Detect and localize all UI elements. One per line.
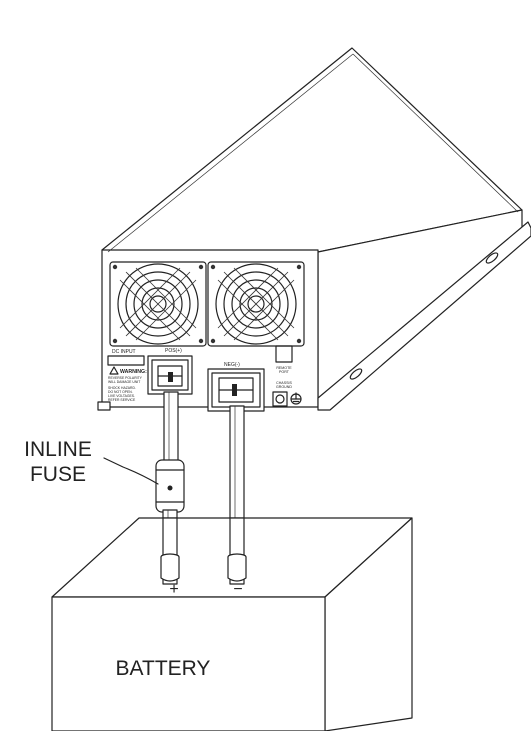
mounting-flange-right — [317, 221, 531, 411]
inline-fuse-callout: INLINE FUSE — [24, 438, 159, 486]
negative-dc-terminal — [207, 368, 265, 412]
cooling-fan-left — [109, 261, 207, 347]
dc-input-rating-plate — [107, 355, 145, 366]
front-panel-labels: DC INPUT WARNING: REVERSE POLARITY WILL … — [107, 345, 302, 407]
neg-terminal-label: NEG(-) — [224, 362, 240, 368]
flange-slot-2 — [349, 368, 363, 380]
remote-port-label-1: REMOTE — [276, 366, 292, 370]
pos-terminal-label: POS(+) — [165, 348, 182, 354]
fuse-indicator-dot — [167, 485, 173, 491]
remote-port-label-2: PORT — [279, 370, 290, 374]
cooling-fan-right — [207, 261, 305, 347]
chassis-ground-label-2: GROUND — [276, 385, 292, 389]
callout-leader-line — [103, 457, 159, 485]
mounting-foot-left — [97, 401, 111, 411]
positive-cable-upper — [163, 391, 179, 463]
inverter-top-panel — [101, 47, 523, 253]
warning-title: WARNING: — [120, 369, 147, 375]
warning-line-4: DO NOT OPEN. — [108, 390, 133, 394]
callout-label-line1: INLINE — [24, 438, 92, 461]
battery-front-face — [51, 596, 326, 731]
warning-line-2: WILL DAMAGE UNIT — [108, 380, 140, 384]
dc-input-label: DC INPUT — [112, 349, 136, 355]
inline-fuse — [155, 459, 185, 513]
battery-label: BATTERY — [116, 657, 211, 680]
warning-line-5: LIVE VOLTAGES. — [108, 394, 135, 398]
warning-line-3: SHOCK HAZARD. — [108, 386, 136, 390]
callout-label-line2: FUSE — [30, 463, 86, 486]
battery-negative-symbol: − — [233, 581, 242, 598]
warning-triangle-icon — [109, 366, 119, 375]
positive-terminal-housing — [147, 355, 193, 395]
warning-line-6: REFER SERVICE — [108, 398, 136, 402]
warning-line-1: REVERSE POLARITY — [108, 376, 143, 380]
chassis-ground-terminal — [272, 391, 288, 407]
chassis-ground-label-1: CHASSIS — [276, 381, 292, 385]
positive-dc-terminal — [147, 355, 193, 395]
battery: + − BATTERY — [51, 517, 413, 731]
flange-slot-1 — [485, 252, 499, 264]
battery-positive-symbol: + — [169, 581, 178, 598]
remote-port-connector — [275, 345, 293, 363]
